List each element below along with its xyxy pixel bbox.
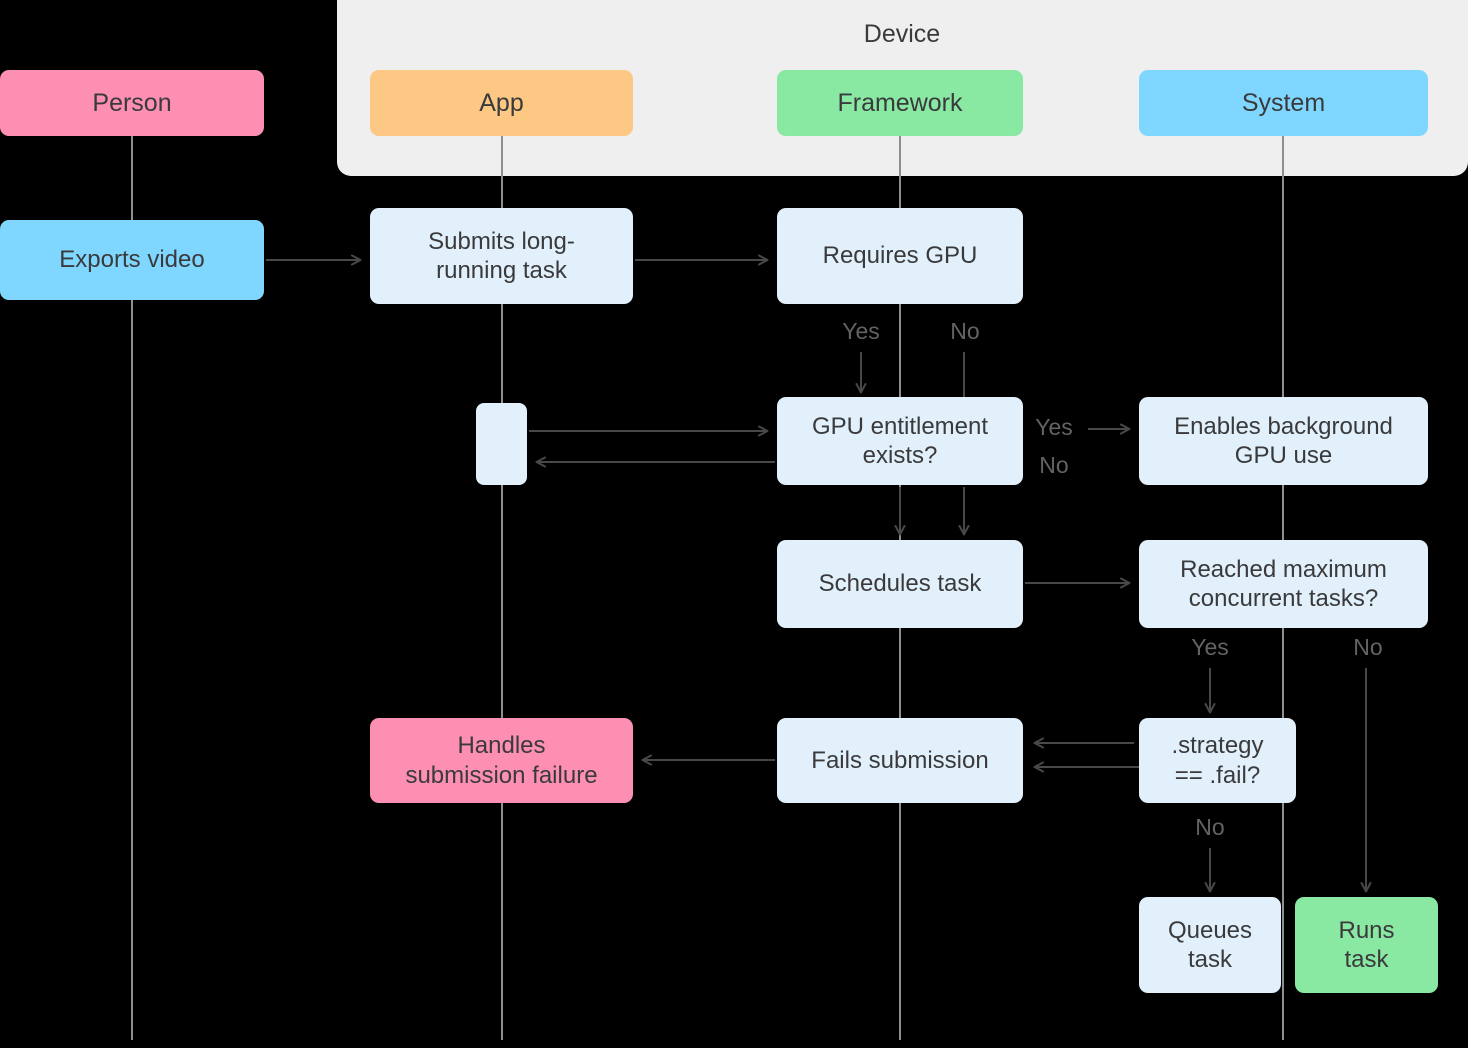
- node-strategy-fail-label: .strategy == .fail?: [1171, 732, 1264, 789]
- node-queues-task-label: Queues task: [1167, 916, 1253, 973]
- device-group-title: Device: [863, 20, 941, 48]
- lifeline-person: [131, 135, 133, 1040]
- node-gpu-entitlement-exists[interactable]: GPU entitlement exists?: [777, 397, 1023, 485]
- node-queues-task[interactable]: Queues task: [1139, 897, 1281, 993]
- node-enables-background-gpu[interactable]: Enables background GPU use: [1139, 397, 1428, 485]
- edge-label-entitlement-no: No: [1039, 452, 1069, 478]
- edge-label-strategy-no: No: [1195, 814, 1225, 840]
- node-fails-submission[interactable]: Fails submission: [777, 718, 1023, 803]
- node-requires-gpu[interactable]: Requires GPU: [777, 208, 1023, 304]
- node-gpu-entitlement-exists-label: GPU entitlement exists?: [811, 412, 989, 469]
- edge-label-requires-gpu-no: No: [950, 318, 980, 344]
- lane-header-system[interactable]: System: [1139, 70, 1428, 136]
- lane-header-framework[interactable]: Framework: [777, 70, 1023, 136]
- node-submits-task[interactable]: Submits long- running task: [370, 208, 633, 304]
- edge-label-requires-gpu-yes: Yes: [842, 318, 880, 344]
- node-schedules-task[interactable]: Schedules task: [777, 540, 1023, 628]
- node-handles-failure[interactable]: Handles submission failure: [370, 718, 633, 803]
- activation-bar-app: [476, 403, 527, 485]
- node-strategy-fail[interactable]: .strategy == .fail?: [1139, 718, 1296, 803]
- edge-label-reached-maximum-yes: Yes: [1191, 634, 1229, 660]
- node-reached-maximum-label: Reached maximum concurrent tasks?: [1180, 555, 1387, 612]
- node-enables-background-gpu-label: Enables background GPU use: [1174, 412, 1393, 469]
- lane-header-person[interactable]: Person: [0, 70, 264, 136]
- node-runs-task[interactable]: Runs task: [1295, 897, 1438, 993]
- lifeline-app: [501, 135, 503, 1040]
- node-reached-maximum[interactable]: Reached maximum concurrent tasks?: [1139, 540, 1428, 628]
- node-handles-failure-label: Handles submission failure: [405, 732, 598, 789]
- edge-label-entitlement-yes: Yes: [1035, 414, 1073, 440]
- edge-label-reached-maximum-no: No: [1353, 634, 1383, 660]
- lane-header-app[interactable]: App: [370, 70, 633, 136]
- node-submits-task-label: Submits long- running task: [428, 227, 575, 284]
- node-runs-task-label: Runs task: [1338, 916, 1395, 973]
- node-exports-video[interactable]: Exports video: [0, 220, 264, 300]
